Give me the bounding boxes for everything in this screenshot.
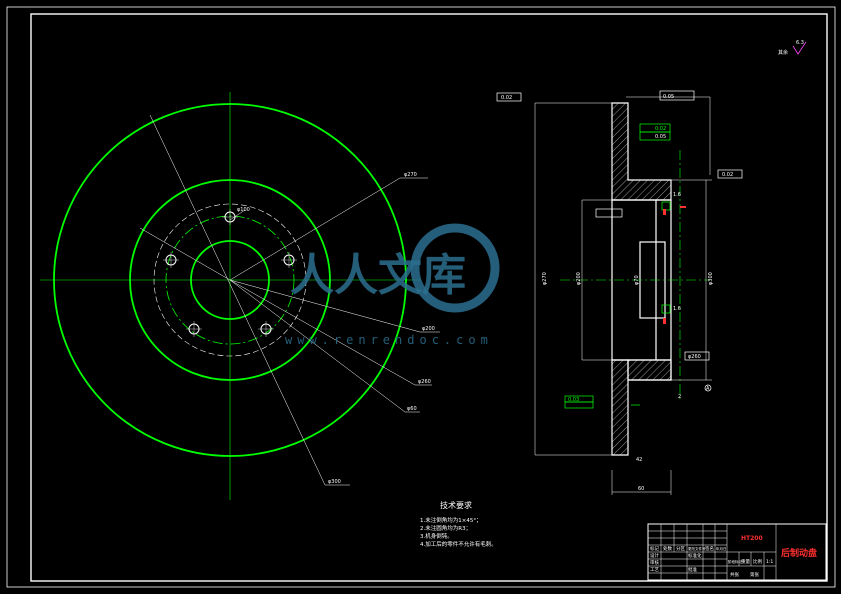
tol-label-4: 0.02 — [501, 95, 512, 101]
watermark-sub: www.renrendoc.com — [285, 333, 493, 347]
right-dim-label-2: φ200 — [576, 272, 582, 285]
hub-outer-circle — [129, 179, 331, 381]
sheet-border-inner — [30, 13, 828, 582]
right-dim-label-5: 60 — [638, 486, 644, 492]
tech-req-item-1: 1.未注倒角均为1×45°； — [420, 516, 482, 524]
tech-req-heading: 技术要求 — [440, 500, 472, 510]
tb-role-label-2: 审核 — [650, 559, 659, 566]
tb-role-label-5: 批准 — [688, 566, 697, 573]
tol-label-2: 0.05 — [663, 94, 674, 100]
right-dim-label-9: 1.6 — [673, 306, 681, 312]
bolt-hole-4 — [186, 321, 202, 337]
bolt-hole-1 — [222, 209, 238, 225]
right-dim-label-1: φ270 — [542, 272, 548, 285]
section-upper — [611, 102, 672, 201]
tol-label-6: 0.03 — [568, 397, 579, 403]
tb-row-label-3: 分区 — [676, 545, 685, 552]
bolt-hole-5 — [163, 252, 179, 268]
left-view: φ270 φ100 φ200 φ260 φ60 φ300 — [40, 92, 440, 500]
left-dim-label-1: φ270 — [404, 172, 417, 178]
right-dim-label-4: φ300 — [708, 272, 714, 285]
title-block: HT200 后制动盘 1:1 标记 处数 分区 更改文件号 签名 年月日 设计 … — [647, 523, 827, 581]
right-view: A 0.02 0.05 0.05 0.02 0.02 0.03 φ270 φ20… — [496, 90, 743, 495]
left-dim-label-6: φ300 — [328, 479, 341, 485]
tb-role-label-4: 标准化 — [688, 552, 702, 559]
title-block-part-name: 后制动盘 — [781, 547, 817, 559]
right-dim-label-6: 42 — [636, 457, 642, 463]
watermark: 人人文库 www.renrendoc.com — [285, 223, 500, 347]
tb-row-label-5: 签名 — [705, 545, 714, 552]
center-bore-circle — [190, 240, 270, 320]
left-dim-label-4: φ260 — [418, 379, 431, 385]
title-block-material: HT200 — [741, 535, 763, 542]
roughness-symbol-icon — [792, 41, 807, 55]
tb-row-label-2: 处数 — [663, 545, 672, 552]
tb-stage-label-1: 阶段标记 — [728, 559, 742, 564]
right-dim-label-7: 2 — [678, 394, 681, 400]
tb-sheet-label-2: 第张 — [750, 571, 759, 578]
tb-row-label-6: 年月日 — [716, 546, 727, 551]
tb-sheet-label-1: 共张 — [730, 571, 739, 578]
tb-stage-label-3: 比例 — [753, 558, 762, 565]
roughness-value: 6.3 — [796, 40, 804, 46]
tech-req-item-4: 4.加工后的零件不允许有毛刺。 — [420, 540, 497, 548]
tb-role-label-3: 工艺 — [650, 567, 659, 573]
roughness-note-label: 其余 — [778, 49, 788, 56]
title-block-scale: 1:1 — [766, 559, 773, 565]
watermark-main: 人人文库 — [290, 250, 466, 301]
right-dim-label-10: φ260 — [688, 354, 701, 360]
tol-label-5: 0.02 — [722, 172, 733, 178]
tech-req-item-2: 2.未注圆角均为R3； — [420, 524, 471, 532]
tol-label-1: 0.02 — [655, 126, 666, 132]
tb-row-label-4: 更改文件号 — [688, 546, 706, 551]
right-dim-label-8: 1.6 — [673, 192, 681, 198]
bolt-pitch-circle — [153, 203, 307, 357]
left-dim-label-2: φ100 — [237, 207, 250, 213]
tb-row-label-1: 标记 — [650, 545, 659, 552]
roughness-note: 其余 6.3 — [778, 40, 807, 56]
sheet-border-outer — [6, 6, 836, 588]
datum-a-label: A — [706, 386, 710, 392]
bolt-hole-3 — [258, 321, 274, 337]
tb-role-label-1: 设计 — [650, 552, 659, 559]
bolt-hole-2 — [281, 252, 297, 268]
left-dim-label-3: φ200 — [422, 326, 435, 332]
left-dim-label-5: φ60 — [407, 406, 417, 412]
tech-requirements: 技术要求 1.未注倒角均为1×45°； 2.未注圆角均为R3； 3.机身倒钝。 … — [420, 500, 497, 548]
right-dim-label-3: φ70 — [634, 275, 640, 285]
tol-label-3: 0.05 — [655, 134, 666, 140]
tb-stage-label-2: 重量 — [741, 558, 750, 565]
outer-disc-circle — [53, 103, 407, 457]
section-lower-hub — [627, 359, 672, 381]
red-markers — [663, 206, 686, 324]
tech-req-item-3: 3.机身倒钝。 — [420, 532, 453, 540]
